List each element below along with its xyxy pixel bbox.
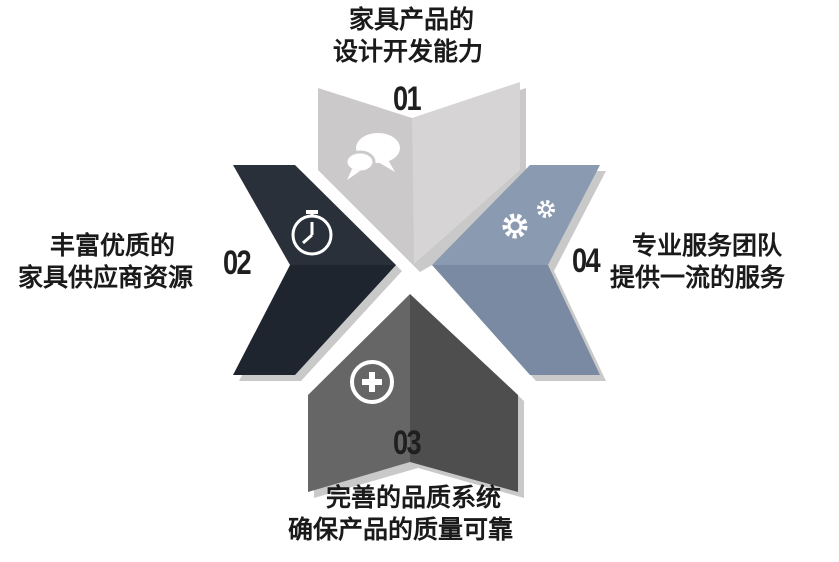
speech-bubbles-icon xyxy=(344,133,400,180)
number-04: 04 xyxy=(572,242,601,280)
label-04-line-2: 提供一流的服务 xyxy=(610,263,786,292)
stopwatch-icon xyxy=(291,210,333,256)
segment-03 xyxy=(308,294,518,492)
gears-icon xyxy=(502,200,555,239)
label-03-line-2: 确保产品的质量可靠 xyxy=(288,515,514,544)
label-03: 完善的品质系统 确保产品的质量可靠 xyxy=(288,482,578,546)
plus-circle-icon xyxy=(350,360,394,404)
segment-04 xyxy=(432,165,600,375)
label-01: 家具产品的 设计开发能力 xyxy=(333,4,505,68)
label-01-line-1: 家具产品的 xyxy=(349,5,475,34)
label-02: 丰富优质的 家具供应商资源 xyxy=(18,230,220,294)
number-03: 03 xyxy=(393,424,422,462)
label-04: 专业服务团队 提供一流的服务 xyxy=(610,230,825,294)
label-04-line-1: 专业服务团队 xyxy=(632,231,783,260)
label-02-line-2: 家具供应商资源 xyxy=(18,263,194,292)
label-01-line-2: 设计开发能力 xyxy=(333,37,484,66)
number-02: 02 xyxy=(223,244,252,282)
number-01: 01 xyxy=(393,80,422,118)
label-02-line-1: 丰富优质的 xyxy=(50,231,176,260)
segment-01 xyxy=(318,82,520,264)
label-03-line-1: 完善的品质系统 xyxy=(326,483,502,512)
